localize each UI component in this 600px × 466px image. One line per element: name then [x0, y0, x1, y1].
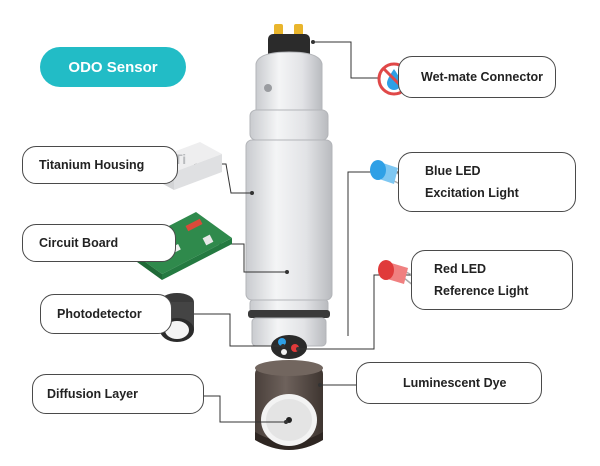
label-red-led: Red LED Reference Light [411, 250, 573, 310]
label-luminescent-dye: Luminescent Dye [356, 362, 542, 404]
photodetector-label-text: Photodetector [57, 307, 142, 321]
dye-label-text: Luminescent Dye [403, 376, 507, 390]
wet-mate-label-text: Wet-mate Connector [421, 70, 544, 84]
label-photodetector: Photodetector [40, 294, 172, 334]
blue-led-line2: Excitation Light [425, 186, 519, 200]
diffusion-label-text: Diffusion Layer [47, 387, 138, 401]
label-diffusion-layer: Diffusion Layer [32, 374, 204, 414]
red-led-line1: Red LED [434, 262, 487, 276]
sensor-face [271, 335, 307, 359]
red-led-icon [378, 260, 415, 287]
circuit-label-text: Circuit Board [39, 236, 119, 250]
titanium-label-text: Titanium Housing [39, 158, 145, 172]
label-circuit-board: Circuit Board [22, 224, 176, 262]
sensor-housing [245, 51, 333, 347]
label-wet-mate-connector: Wet-mate Connector [398, 56, 556, 98]
sensing-cap [255, 360, 323, 450]
label-blue-led: Blue LED Excitation Light [398, 152, 576, 212]
diagram-title: ODO Sensor [40, 47, 186, 87]
leader-dots [250, 40, 322, 424]
red-led-line2: Reference Light [434, 284, 529, 298]
blue-led-line1: Blue LED [425, 164, 481, 178]
label-titanium-housing: Titanium Housing [22, 146, 178, 184]
